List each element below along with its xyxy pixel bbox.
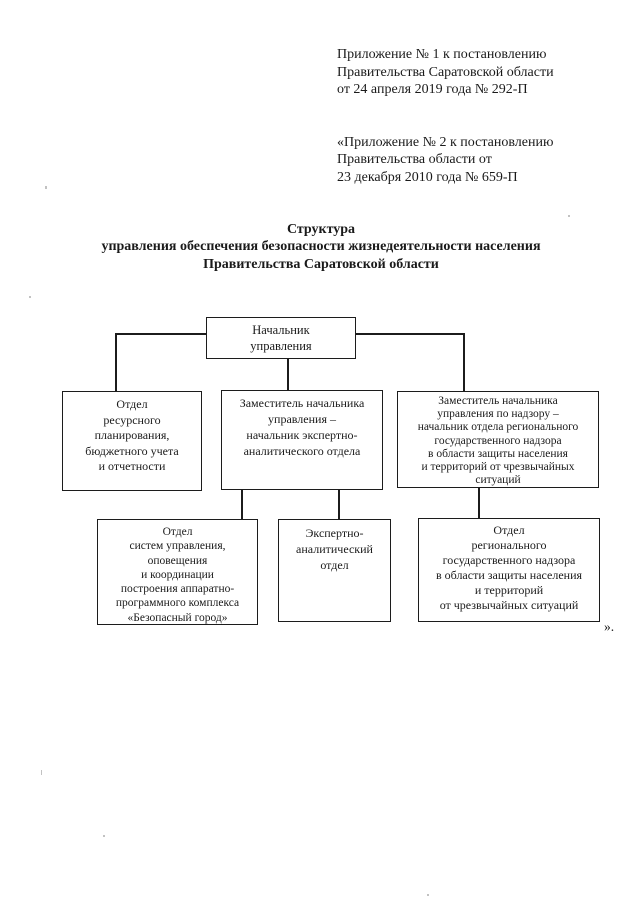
scan-speck xyxy=(427,894,429,896)
node-text-line: систем управления, xyxy=(129,540,226,553)
scan-speck xyxy=(568,215,570,217)
node-text-line: аналитический xyxy=(296,542,373,556)
node-text-line: Отдел xyxy=(493,523,525,537)
node-text-line: Заместитель начальника xyxy=(438,395,558,407)
node-text-line: ситуаций xyxy=(475,474,521,487)
org-node-deputy-head-oversight: Заместитель начальника управления по над… xyxy=(397,391,599,488)
node-text-line: управления – xyxy=(268,412,336,426)
reference-line: Приложение № 1 к постановлению xyxy=(337,47,547,62)
reference-line: 23 декабря 2010 года № 659-П xyxy=(337,169,518,185)
decree-references: Приложение № 1 к постановлению Правитель… xyxy=(337,46,554,186)
node-text-line: Отдел xyxy=(116,397,148,411)
node-text-line: Отдел xyxy=(162,526,193,538)
node-text-line: ресурсного xyxy=(103,412,161,427)
closing-quote-mark: ». xyxy=(604,619,615,634)
reference-line: «Приложение № 2 к постановлению xyxy=(337,134,554,150)
appendix-2-reference: «Приложение № 2 к постановлению Правител… xyxy=(337,134,554,187)
node-text-line: управления xyxy=(250,339,312,353)
org-node-dept-resource-planning: Отдел ресурсного планирования, бюджетног… xyxy=(62,391,202,491)
org-node-head-of-directorate: Начальник управления xyxy=(206,317,356,359)
node-text-line: бюджетного учета xyxy=(85,443,179,458)
connector-deputy-oversight-to-dept-regional xyxy=(478,488,480,519)
document-title: Структура управления обеспечения безопас… xyxy=(20,221,622,273)
org-node-dept-regional-state-oversight: Отдел регионального государственного над… xyxy=(418,518,600,622)
node-text-line: и территорий xyxy=(474,583,544,597)
node-text-line: планирования, xyxy=(94,428,170,442)
connector-deputy-expert-to-dept-systems xyxy=(241,489,243,520)
connector-head-to-deputy-expert xyxy=(287,358,289,391)
node-text-line: Заместитель начальника xyxy=(239,396,365,410)
node-text-line: оповещения xyxy=(147,554,208,567)
reference-line: от 24 апреля 2019 года № 292-П xyxy=(337,82,528,97)
org-node-deputy-head-expert-analytical: Заместитель начальника управления – нача… xyxy=(221,390,383,490)
connector-head-to-deputy-oversight-horizontal xyxy=(355,333,464,335)
connector-head-to-dept-resource-horizontal xyxy=(115,333,207,335)
node-text-line: аналитического отдела xyxy=(243,444,361,458)
node-text-line: построения аппаратно- xyxy=(120,583,235,596)
node-text-line: Начальник xyxy=(252,323,310,337)
node-text-line: Экспертно- xyxy=(305,526,364,540)
node-text-line: начальник экспертно- xyxy=(246,428,358,442)
appendix-1-reference: Приложение № 1 к постановлению Правитель… xyxy=(337,46,554,99)
reference-line: Правительства области от xyxy=(337,152,492,167)
node-text-line: и отчетности xyxy=(98,459,166,473)
node-text-line: в области защиты населения xyxy=(435,568,583,582)
title-line: Структура xyxy=(286,222,356,237)
title-line: Правительства Саратовской области xyxy=(203,256,439,272)
node-text-line: в области защиты населения xyxy=(428,447,568,460)
node-text-line: регионального xyxy=(471,538,547,552)
scan-speck xyxy=(45,186,47,189)
node-text-line: от чрезвычайных ситуаций xyxy=(439,598,579,612)
node-text-line: и территорий от чрезвычайных xyxy=(421,461,575,474)
connector-head-to-deputy-oversight-vertical xyxy=(463,333,465,391)
scan-speck xyxy=(29,296,31,298)
node-text-line: начальник отдела регионального xyxy=(417,421,579,434)
reference-line: Правительства Саратовской области xyxy=(337,64,554,80)
node-text-line: государственного надзора xyxy=(442,553,576,567)
node-text-line: государственного надзора xyxy=(434,434,562,447)
node-text-line: «Безопасный город» xyxy=(127,611,228,624)
node-text-line: отдел xyxy=(320,558,349,572)
node-text-line: управления по надзору – xyxy=(437,408,559,421)
org-node-expert-analytical-dept: Экспертно- аналитический отдел xyxy=(278,519,391,622)
connector-head-to-dept-resource-vertical xyxy=(115,333,117,391)
node-text-line: программного комплекса xyxy=(115,597,240,610)
scan-speck xyxy=(103,835,105,837)
scan-speck xyxy=(41,770,42,775)
connector-deputy-expert-to-dept-expert xyxy=(338,489,340,520)
title-line: управления обеспечения безопасности жизн… xyxy=(101,239,541,255)
node-text-line: и координации xyxy=(141,568,214,581)
org-node-dept-control-systems-safe-city: Отдел систем управления, оповещения и ко… xyxy=(97,519,258,625)
